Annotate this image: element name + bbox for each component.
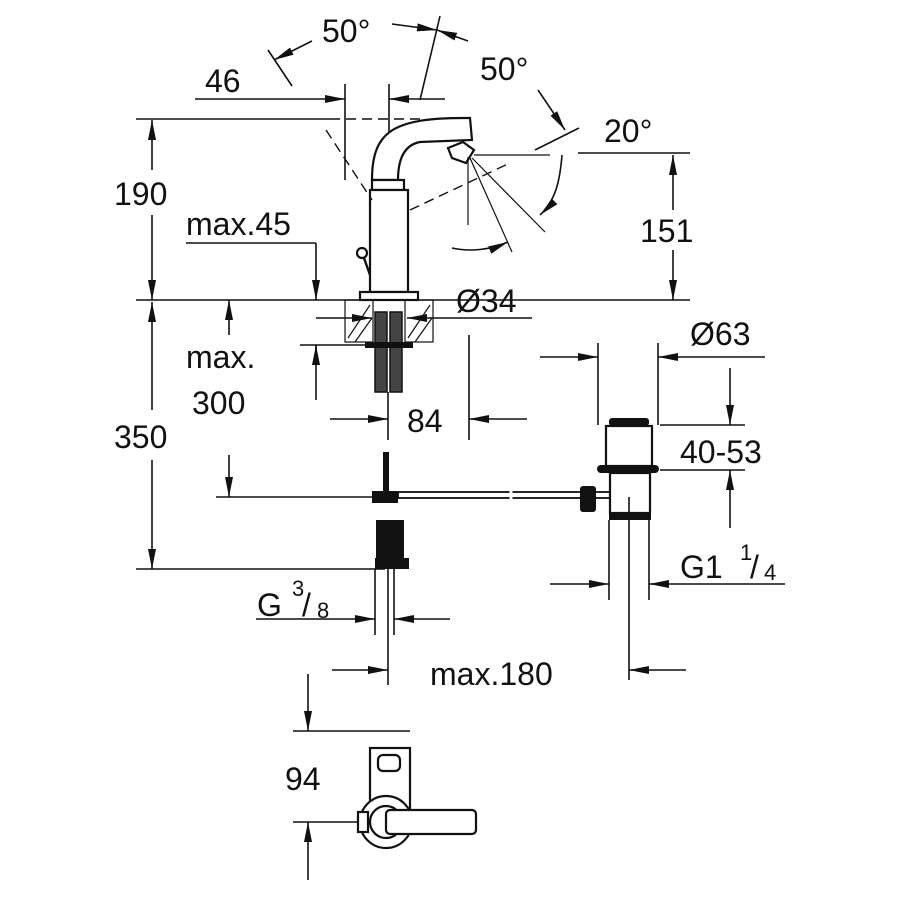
deck-thickness-dimension: max.45 <box>186 206 370 400</box>
mixer-body <box>325 116 563 302</box>
svg-text:/: / <box>302 587 311 623</box>
inlet-thread-dimension: G 3 / 8 <box>256 569 450 685</box>
total-height-dimension: 190 <box>114 120 167 300</box>
spout-offset-label: 46 <box>205 63 241 99</box>
swivel-angle-label-2: 50° <box>480 51 528 87</box>
rod-length-label: max.180 <box>430 656 553 692</box>
max-below-deck-dimension: max. 300 <box>186 300 255 497</box>
waste-thread-main: G1 <box>680 549 723 585</box>
plan-view: 94 <box>285 674 478 880</box>
waste-valve: Ø63 <box>540 316 765 680</box>
waste-thread-numerator: 1 <box>740 540 752 565</box>
swivel-angle-label-1: 50° <box>322 13 370 49</box>
projection-label: 84 <box>407 403 443 439</box>
spray-angle-label: 20° <box>604 113 652 149</box>
below-deck-height-label: 350 <box>114 419 167 455</box>
waste-thread-dimension: G1 1 / 4 <box>550 540 785 588</box>
total-height-label: 190 <box>114 176 167 212</box>
spout-offset-dimension: 46 <box>195 63 445 180</box>
waste-thread-denominator: 4 <box>764 560 776 585</box>
inlet-thread-main: G <box>257 587 282 623</box>
outlet-height-dimension: 151 <box>640 155 693 300</box>
inlet-thread-numerator: 3 <box>292 576 304 601</box>
rod-length-dimension: max.180 <box>332 656 686 692</box>
waste-range-label: 40-53 <box>680 434 762 470</box>
swivel-angle-dimension-1: 50° <box>267 13 469 101</box>
svg-text:/: / <box>750 549 759 585</box>
popup-rod <box>216 452 611 569</box>
outlet-height-label: 151 <box>640 213 693 249</box>
swivel-angle-dimension-2: 50° <box>480 51 580 151</box>
deck-thickness-label: max.45 <box>186 206 291 242</box>
projection-dimension: 84 <box>330 335 527 440</box>
waste-diameter-label: Ø63 <box>690 316 750 352</box>
max-below-label-1: max. <box>186 339 255 375</box>
max-below-label-2: 300 <box>192 385 245 421</box>
inlet-thread-denominator: 8 <box>317 598 329 623</box>
waste-range-dimension: 40-53 <box>660 368 762 528</box>
deck-section <box>316 299 532 393</box>
below-deck-height-dimension: 350 <box>114 302 385 570</box>
body-diameter-label: Ø34 <box>456 283 516 319</box>
plan-height-label: 94 <box>285 761 321 797</box>
